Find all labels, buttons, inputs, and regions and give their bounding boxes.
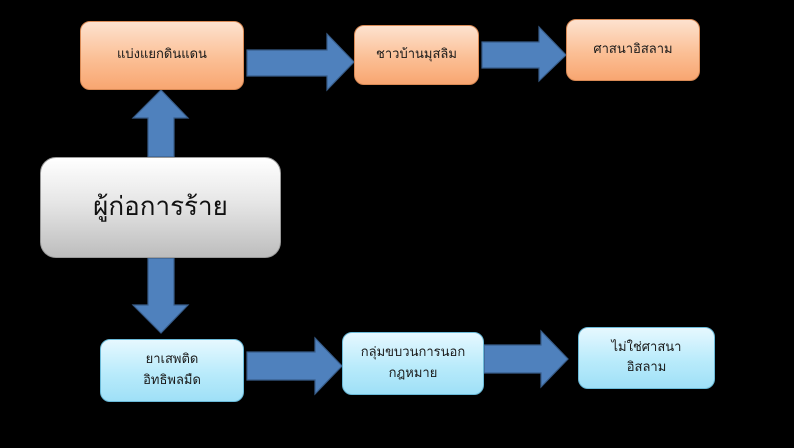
drugs-dark-influence-box: ยาเสพติด อิทธิพลมืด [100,339,244,402]
illegal-groups-label: กลุ่มขบวนการนอก กฎหมาย [360,345,466,381]
islam-label: ศาสนาอิสลาม [593,41,673,57]
arrow-villagers-to-islam [481,25,567,83]
separatism-box: แบ่งแยกดินแดน [80,21,244,90]
separatism-label: แบ่งแยกดินแดน [117,47,207,63]
muslim-villagers-box: ชาวบ้านมุสลิม [354,25,479,85]
arrow-center-to-drugs [131,257,190,334]
drugs-dark-influence-label: ยาเสพติด อิทธิพลมืด [143,352,201,388]
arrow-drugs-to-illegal-groups [246,336,343,396]
muslim-villagers-label: ชาวบ้านมุสลิม [376,46,457,62]
arrow-center-to-separatism [131,89,190,158]
illegal-groups-box: กลุ่มขบวนการนอก กฎหมาย [342,332,484,395]
terrorist-box: ผู้ก่อการร้าย [40,157,281,258]
islam-box: ศาสนาอิสลาม [566,19,700,81]
not-islam-label: ไม่ใช่ศาสนา อิสลาม [611,339,682,375]
arrow-illegal-groups-to-not-islam [483,329,569,389]
terrorist-label: ผู้ก่อการร้าย [93,192,228,223]
not-islam-box: ไม่ใช่ศาสนา อิสลาม [578,327,715,389]
arrow-separatism-to-villagers [246,32,355,92]
